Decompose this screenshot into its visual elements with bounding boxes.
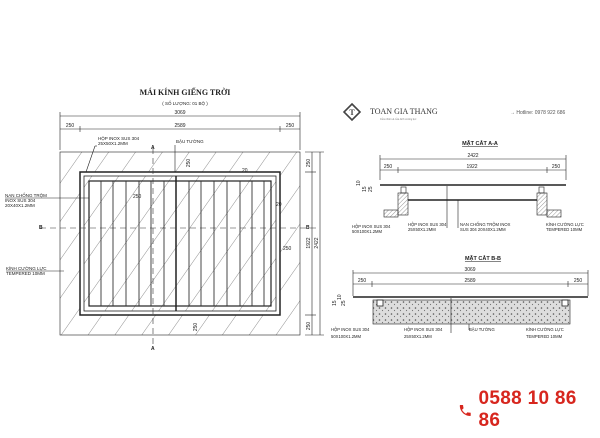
plan-dim-total: 3069 xyxy=(174,110,185,116)
plan-dim-v-total: 2422 xyxy=(314,237,320,248)
plan-dim-20a: 20 xyxy=(242,168,248,174)
contact-phone[interactable]: 0588 10 86 86 xyxy=(458,388,600,432)
aa-label-bars-1: NAN CHỐNG TRỘM INOX xyxy=(460,222,511,227)
aa-label-box-outer-2: 50X100X1.2MM xyxy=(352,229,383,234)
plan-dim-20b: 20 xyxy=(276,202,282,208)
bb-label-box-outer-1: HỘP INOX SUS 304 xyxy=(331,327,370,332)
plan-dim-250-bar: 250 xyxy=(133,194,142,200)
hotline-text: → Hotline: 0978 922 686 xyxy=(510,110,566,116)
plan-dim-v-top: 250 xyxy=(306,159,312,168)
plan-label-bars-2: INOX SUS 304 xyxy=(5,198,36,203)
section-a-marker-top: A xyxy=(151,145,155,151)
section-a-marker-bottom: A xyxy=(151,346,155,352)
bb-dim-right: 250 xyxy=(574,278,583,284)
brand-tagline: Cửa nhôm & cửa kính cường lực xyxy=(380,118,417,121)
plan-view: MÁI KÍNH GIẾNG TRỜI ( SỐ LƯỢNG: 01 BỘ ) … xyxy=(5,87,324,352)
brand-name: TOAN GIA THANG xyxy=(370,107,438,116)
section-aa: MẶT CẮT A-A 2422 250 1922 250 10 15 25 H… xyxy=(352,139,584,234)
aa-label-glass-2: TEMPERED 10MM xyxy=(546,227,583,232)
anti-theft-bars xyxy=(100,181,265,306)
aa-dim-total: 2422 xyxy=(467,153,478,159)
bb-label-box-outer-2: 50X100X1.2MM xyxy=(331,334,362,339)
plan-label-glass-1: KÍNH CƯỜNG LỰC xyxy=(6,265,47,271)
inner-frame xyxy=(88,180,272,307)
plan-dim-v-bottom: 250 xyxy=(306,322,312,331)
bb-dim-mid: 2589 xyxy=(464,278,475,284)
logo-icon xyxy=(342,102,362,122)
bb-dim-small-1: 10 xyxy=(337,294,343,300)
plan-label-box-2: 25X50X1.2MM xyxy=(98,141,128,146)
section-b-marker-right: B xyxy=(306,225,310,231)
plan-label-glass-2: TEMPERED 10MM xyxy=(6,271,45,276)
brand-logo: T TOAN GIA THANG Cửa nhôm & cửa kính cườ… xyxy=(342,102,438,122)
aa-dim-right: 250 xyxy=(552,164,561,170)
bb-label-glass-2: TEMPERED 10MM xyxy=(526,334,563,339)
phone-number: 0588 10 86 86 xyxy=(478,388,577,431)
bb-label-glass-1: KÍNH CƯỜNG LỰC xyxy=(526,327,564,332)
bb-dim-small-3: 25 xyxy=(341,300,347,306)
aa-label-box-outer-1: HỘP INOX SUS 304 xyxy=(352,224,391,229)
bb-label-box-inner-2: 25X50X1.2MM xyxy=(404,334,432,339)
plan-label-box-1: HỘP INOX SUS 304 xyxy=(98,135,140,141)
plan-dim-inner-top: 250 xyxy=(186,159,192,168)
phone-icon xyxy=(459,404,471,416)
svg-text:T: T xyxy=(349,108,355,117)
bb-dim-left: 250 xyxy=(358,278,367,284)
bb-dim-small-2: 15 xyxy=(332,300,338,306)
plan-subtitle: ( SỐ LƯỢNG: 01 BỘ ) xyxy=(162,100,208,106)
section-bb-title: MẶT CẮT B-B xyxy=(465,254,501,262)
aa-dim-left: 250 xyxy=(384,164,393,170)
bb-dim-total: 3069 xyxy=(464,267,475,273)
plan-dim-250-side: 250 xyxy=(283,246,292,252)
section-bb: MẶT CẮT B-B 3069 250 2589 250 10 15 25 H… xyxy=(331,254,589,339)
section-b-marker-left: B xyxy=(39,225,43,231)
aa-dim-mid: 1922 xyxy=(466,164,477,170)
plan-dim-mid: 2589 xyxy=(174,123,185,129)
aa-dim-small-2: 15 xyxy=(362,186,368,192)
plan-title: MÁI KÍNH GIẾNG TRỜI xyxy=(140,87,231,97)
bb-label-box-inner-1: HỘP INOX SUS 304 xyxy=(404,327,443,332)
aa-label-box-inner-1: HỘP INOX SUS 304 xyxy=(408,222,447,227)
bb-label-wall: BẬU TƯỜNG xyxy=(469,327,495,332)
plan-label-bars-3: 20X40X1.2MM xyxy=(5,203,35,208)
plan-label-bars-1: NAN CHỐNG TRỘM xyxy=(5,192,47,198)
plan-dim-left: 250 xyxy=(66,123,75,129)
aa-label-glass-1: KÍNH CƯỜNG LỰC xyxy=(546,222,584,227)
plan-dim-inner-bottom: 250 xyxy=(193,323,199,332)
aa-dim-small-1: 10 xyxy=(356,180,362,186)
aa-label-bars-2: SUS 304 20X40X1.2MM xyxy=(460,227,506,232)
plan-label-wall: BẬU TƯỜNG xyxy=(176,138,204,144)
aa-dim-small-3: 25 xyxy=(368,186,374,192)
plan-dim-v-mid: 1922 xyxy=(306,237,312,248)
aa-label-box-inner-2: 25X50X1.2MM xyxy=(408,227,436,232)
section-aa-title: MẶT CẮT A-A xyxy=(462,139,498,147)
plan-dim-right: 250 xyxy=(286,123,295,129)
bb-wall-slab xyxy=(372,299,571,325)
